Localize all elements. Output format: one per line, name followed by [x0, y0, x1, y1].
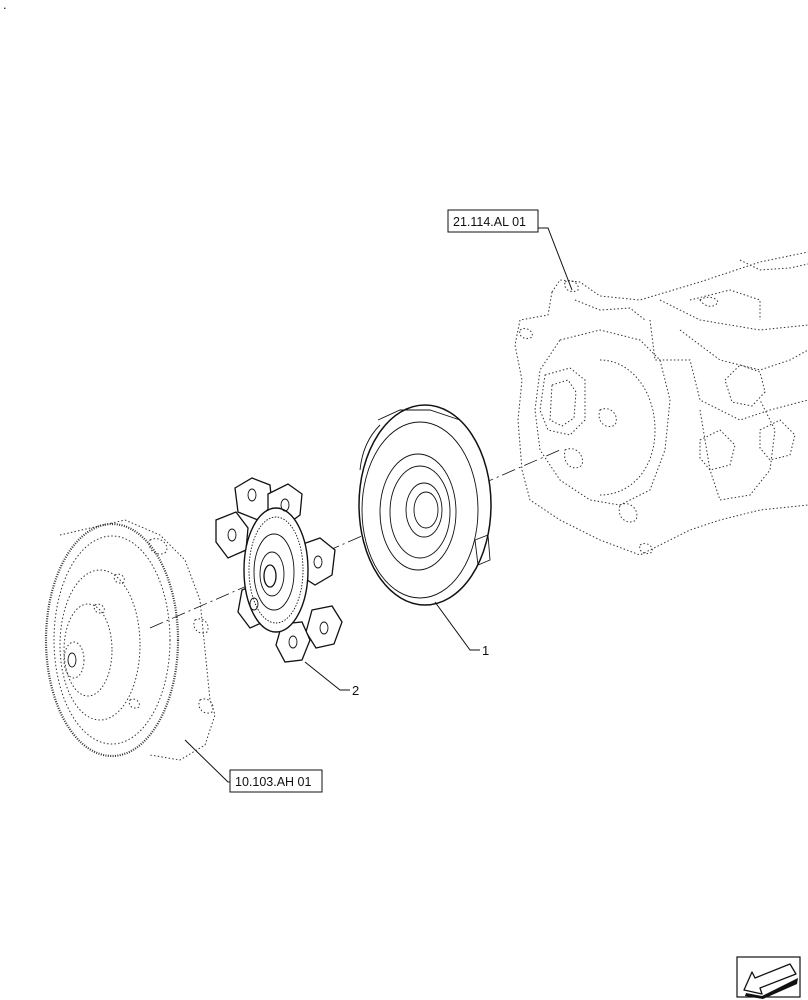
navigation-arrow-button[interactable]: [736, 956, 801, 999]
engine-reference-label: 10.103.AH 01: [235, 775, 311, 789]
transmission-reference-box[interactable]: 21.114.AL 01: [447, 209, 539, 233]
center-axis: [149, 449, 561, 629]
clutch-disc: [215, 477, 343, 663]
callout-2: 2: [352, 683, 359, 698]
arrow-shadow-icon: [745, 978, 798, 999]
flywheel: [44, 519, 216, 761]
back-arrow-icon: [743, 963, 797, 995]
engine-reference-box[interactable]: 10.103.AH 01: [229, 769, 323, 793]
pressure-plate: [358, 404, 492, 606]
callout-1: 1: [482, 643, 489, 658]
transmission-housing: [514, 251, 808, 556]
corner-mark: .: [3, 0, 7, 12]
transmission-reference-label: 21.114.AL 01: [453, 215, 526, 229]
